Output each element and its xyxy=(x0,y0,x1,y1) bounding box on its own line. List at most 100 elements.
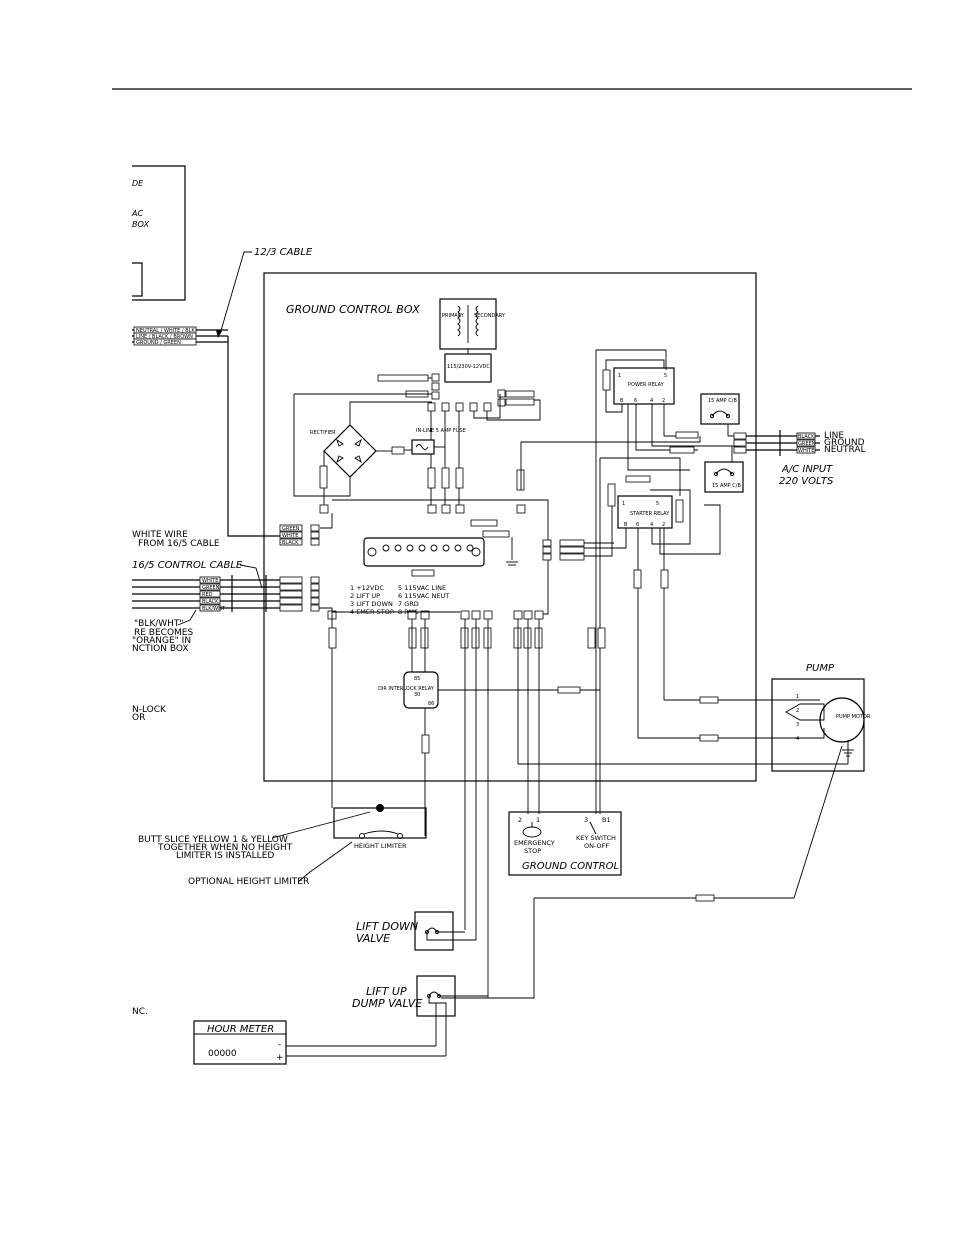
rectifier-label: RECTIFIER xyxy=(310,430,336,436)
blk-wht-1: "BLK/WHT" xyxy=(134,619,184,629)
svg-text:3: 3 xyxy=(796,722,799,728)
ctrl-tag-1: WHITE xyxy=(202,578,218,584)
left-frag-2: AC xyxy=(131,209,143,218)
ww-tag-1: GREEN xyxy=(282,526,300,532)
legend-3: 3 LIFT DOWN xyxy=(350,600,393,608)
key-switch-1: KEY SWITCH xyxy=(576,834,616,842)
svg-text:B: B xyxy=(624,522,628,528)
ground-control-panel: 2 1 3 B1 EMERGENCY STOP KEY SWITCH ON-OF… xyxy=(508,811,622,876)
svg-text:4: 4 xyxy=(796,736,799,742)
interlock-relay: 85 30 86 DIR INTERLOCK RELAY xyxy=(378,671,560,836)
svg-text:1: 1 xyxy=(618,373,621,379)
svg-text:4: 4 xyxy=(650,398,653,404)
butt-splice-2: TOGETHER WHEN NO HEIGHT xyxy=(157,843,293,853)
transformer-secondary: SECONDARY xyxy=(474,313,506,319)
lift-down-2: VALVE xyxy=(356,932,390,945)
ctrl-tag-3: RED xyxy=(202,592,213,598)
ac-tag-3: WHITE xyxy=(798,448,814,454)
white-wire-2: FROM 16/5 CABLE xyxy=(138,539,220,549)
left-frag-1: DE xyxy=(132,179,144,188)
left-frag-3: BOX xyxy=(132,220,150,229)
blk-wht-2: RE BECOMES xyxy=(134,628,193,638)
svg-text:5: 5 xyxy=(664,373,667,379)
lift-down-valve: LIFT DOWN VALVE xyxy=(356,911,476,951)
cable-wire-2: LINE / BLACK / BROWN xyxy=(136,334,193,340)
ground-control-box xyxy=(263,272,757,782)
hour-meter-plus: + xyxy=(276,1053,284,1063)
svg-text:3: 3 xyxy=(584,816,588,824)
starter-relay-label: STARTER RELAY xyxy=(630,511,670,517)
cable-12-3-wires: NEUTRAL / WHITE / BLK LINE / BLACK / BRO… xyxy=(132,326,280,537)
legend-2: 2 LIFT UP xyxy=(350,592,380,600)
svg-text:6: 6 xyxy=(634,398,637,404)
starter-relay: 1 5 STARTER RELAY B 6 4 2 xyxy=(560,457,721,814)
ac-input-2: 220 VOLTS xyxy=(779,476,834,487)
height-limiter: HEIGHT LIMITER xyxy=(333,804,427,850)
svg-text:86: 86 xyxy=(428,701,434,707)
lift-up-2: DUMP VALVE xyxy=(352,997,422,1010)
interlock-relay-label: DIR INTERLOCK RELAY xyxy=(378,686,435,692)
svg-text:5: 5 xyxy=(656,501,659,507)
terminal-row-2 xyxy=(319,436,701,540)
terminal-row-1 xyxy=(427,394,541,505)
hour-meter-label: HOUR METER xyxy=(207,1024,274,1035)
lift-up-dump-valve: LIFT UP DUMP VALVE xyxy=(352,898,535,1056)
power-relay: 1 5 POWER RELAY B 6 4 2 xyxy=(595,349,740,814)
ac-input: BLACK GREEN WHITE LINE GROUND NEUTRAL A/… xyxy=(733,430,866,487)
svg-text:2: 2 xyxy=(662,398,665,404)
rectifier: RECTIFIER xyxy=(293,393,432,505)
blk-wht-4: NCTION BOX xyxy=(132,644,189,654)
cable-12-3-label: 12/3 CABLE xyxy=(254,247,313,258)
key-switch-2: ON-OFF xyxy=(584,842,609,850)
transformer-primary: PRIMARY xyxy=(442,313,465,319)
terminal-legend: 1 +12VDC 2 LIFT UP 3 LIFT DOWN 4 EMER ST… xyxy=(350,584,449,616)
ac-tag-1: BLACK xyxy=(798,434,815,440)
butt-splice-3: LIMITER IS INSTALLED xyxy=(176,851,274,861)
svg-text:1: 1 xyxy=(796,694,799,700)
left-frag-4: NC. xyxy=(132,1007,148,1017)
svg-text:1: 1 xyxy=(536,816,540,824)
legend-6: 6 115VAC NEUT xyxy=(398,592,449,600)
interlock-2: OR xyxy=(132,713,145,723)
svg-text:B1: B1 xyxy=(602,816,611,824)
svg-text:2: 2 xyxy=(662,522,665,528)
ww-tag-3: BLACK xyxy=(282,540,299,546)
ground-control-box-label: GROUND CONTROL BOX xyxy=(286,303,420,316)
control-cable-terminals xyxy=(279,576,333,620)
control-cable-wires: WHITE GREEN RED BLACK BLK/WHT xyxy=(132,575,280,612)
transformer-rating: 115/230V-12VDC xyxy=(447,364,490,370)
svg-text:30: 30 xyxy=(414,692,420,698)
inline-fuse: IN-LINE 5 AMP FUSE xyxy=(404,428,466,455)
power-relay-label: POWER RELAY xyxy=(628,382,665,388)
interlock-1: N-LOCK xyxy=(132,705,167,715)
height-limiter-label: HEIGHT LIMITER xyxy=(354,842,407,850)
hour-meter: HOUR METER 00000 - + xyxy=(193,1020,446,1065)
ww-tag-2: WHITE xyxy=(282,533,298,539)
cb-top-label: 15 AMP C/B xyxy=(708,398,737,404)
ac-input-1: A/C INPUT xyxy=(781,464,833,475)
svg-text:6: 6 xyxy=(636,522,639,528)
cb-bottom-label: 15 AMP C/B xyxy=(712,483,741,489)
ac-neutral: NEUTRAL xyxy=(824,445,866,455)
legend-1: 1 +12VDC xyxy=(350,584,384,592)
svg-text:4: 4 xyxy=(650,522,653,528)
emergency-stop-1: EMERGENCY xyxy=(514,839,555,847)
lift-up-1: LIFT UP xyxy=(366,985,407,998)
white-wire-1: WHITE WIRE xyxy=(132,530,188,540)
pump-motor-label: PUMP MOTOR xyxy=(836,714,871,720)
cable-wire-1: NEUTRAL / WHITE / BLK xyxy=(136,328,195,334)
ctrl-tag-5: BLK/WHT xyxy=(202,606,226,612)
svg-text:2: 2 xyxy=(518,816,522,824)
svg-text:1: 1 xyxy=(622,501,625,507)
terminal-strip xyxy=(363,519,518,577)
legend-7: 7 GRD xyxy=(398,600,419,608)
inline-fuse-label: IN-LINE 5 AMP FUSE xyxy=(416,428,466,434)
legend-5: 5 115VAC LINE xyxy=(398,584,446,592)
cable-wire-3: GROUND / GREEN xyxy=(136,340,181,346)
blk-wht-3: "ORANGE" IN xyxy=(132,636,191,646)
hour-meter-value: 00000 xyxy=(208,1049,237,1059)
left-partial-box: DE AC BOX xyxy=(131,165,186,301)
pump-label: PUMP xyxy=(806,663,835,674)
pump: PUMP PUMP MOTOR 1 2 3 4 xyxy=(771,663,871,772)
